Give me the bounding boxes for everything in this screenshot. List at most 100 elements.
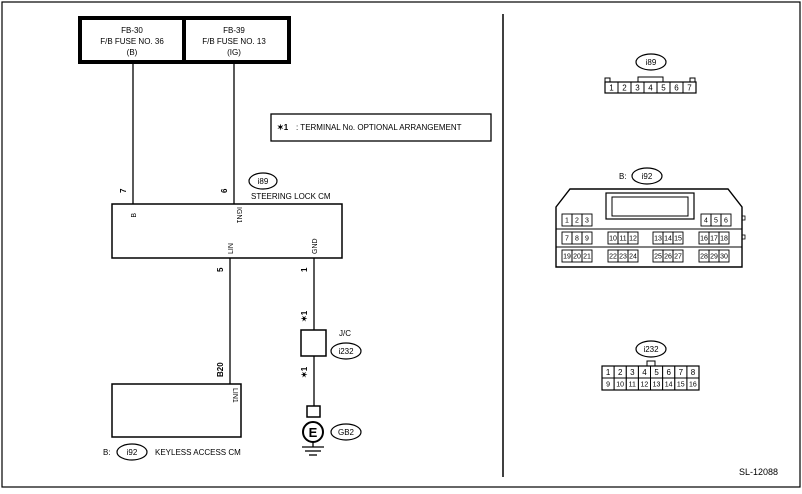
fuse-fb30: FB-30 F/B FUSE NO. 36 (B) <box>100 26 164 57</box>
i92-pin-29: 29 <box>708 249 720 263</box>
i92-pin-17: 17 <box>708 231 720 245</box>
i92-view-lock-inner <box>611 196 689 217</box>
fuse-fb30-id: FB-30 <box>121 26 143 35</box>
note-box: ✶1 : TERMINAL No. OPTIONAL ARRANGEMENT <box>270 113 492 142</box>
ground-terminal <box>306 405 321 418</box>
i92-view-badge <box>631 167 663 185</box>
i92-pin-7-label: 7 <box>565 236 569 243</box>
i92-pin-2: 2 <box>571 213 583 227</box>
i92-pin-15: 15 <box>672 231 684 245</box>
i92-pin-15-label: 15 <box>674 236 682 243</box>
i92-view-tab-1 <box>741 215 746 221</box>
i92-pin-21-label: 21 <box>583 254 591 261</box>
i92-pin-4-label: 4 <box>704 218 708 225</box>
keyless-connector-badge <box>116 443 148 461</box>
i92-view-lock-outer <box>605 192 695 220</box>
i92-pin-19: 19 <box>561 249 573 263</box>
i92-pin-10-label: 10 <box>609 236 617 243</box>
i232-view-label: i232 <box>643 345 659 354</box>
i89-pin-7-label: 7 <box>687 83 692 92</box>
ground-label-badge <box>330 423 362 441</box>
i232-pin-16-label: 16 <box>689 382 697 389</box>
i92-pin-6: 6 <box>720 213 732 227</box>
i92-pin-18: 18 <box>718 231 730 245</box>
keyless-name: KEYLESS ACCESS CM <box>155 448 241 457</box>
i232-pin-14-label: 14 <box>665 382 673 389</box>
i89-view-badge <box>635 53 667 71</box>
fuse-fb39-id: FB-39 <box>223 26 245 35</box>
i92-pin-13-label: 13 <box>654 236 662 243</box>
i92-pin-26: 26 <box>662 249 674 263</box>
steering-lock-name: STEERING LOCK CM <box>251 192 331 201</box>
i232-pin-6-label: 6 <box>666 368 671 377</box>
wire-number-b20: B20 <box>216 362 225 377</box>
pin-lin1: LIN1 <box>231 388 238 403</box>
jc-connector-badge <box>330 342 362 360</box>
jc-star-bottom: ✶1 <box>300 366 309 378</box>
ground-symbol: E <box>309 425 318 440</box>
i232-pin-10-label: 10 <box>616 382 624 389</box>
i92-pin-16: 16 <box>698 231 710 245</box>
i92-pin-24: 24 <box>627 249 639 263</box>
keyless-box <box>111 383 242 438</box>
fuse-fb39: FB-39 F/B FUSE NO. 13 (IG) <box>202 26 266 57</box>
i92-pin-28: 28 <box>698 249 710 263</box>
i92-pin-8: 8 <box>571 231 583 245</box>
i92-pin-10: 10 <box>607 231 619 245</box>
i92-pin-8-label: 8 <box>575 236 579 243</box>
i92-pin-26-label: 26 <box>664 254 672 261</box>
i92-view-housing <box>555 188 743 268</box>
i92-pin-23-label: 23 <box>619 254 627 261</box>
i92-pin-22: 22 <box>607 249 619 263</box>
i232-pin-2-label: 2 <box>618 368 623 377</box>
i232-pin-12-label: 12 <box>641 382 649 389</box>
i92-view-tab-2 <box>741 234 746 240</box>
i232-view-badge <box>635 340 667 358</box>
wire-number-lin: 5 <box>216 267 225 272</box>
i232-pin-13-label: 13 <box>653 382 661 389</box>
i92-pin-29-label: 29 <box>710 254 718 261</box>
ground-point: E GB2 <box>302 405 362 456</box>
keyless-connector: i92 <box>127 448 138 457</box>
i92-pin-23: 23 <box>617 249 629 263</box>
i232-pin-15-label: 15 <box>677 382 685 389</box>
i89-view-label: i89 <box>646 58 657 67</box>
i92-pin-3-label: 3 <box>585 218 589 225</box>
i92-pin-14: 14 <box>662 231 674 245</box>
i232-pin-7-label: 7 <box>679 368 684 377</box>
steering-lock-connector: i89 <box>258 177 269 186</box>
i92-pin-9-label: 9 <box>585 236 589 243</box>
i89-pin-2-label: 2 <box>622 83 627 92</box>
i89-pin-7: 7 <box>682 81 697 94</box>
jc-box <box>300 329 327 357</box>
pin-lin: LIN <box>228 243 235 254</box>
i92-pin-5: 5 <box>710 213 722 227</box>
i92-view-label: i92 <box>642 172 653 181</box>
i92-view-prefix: B: <box>619 172 627 181</box>
steering-lock-cm: i89 STEERING LOCK CM B IGN1 LIN GND <box>111 172 343 259</box>
i92-pin-30-label: 30 <box>720 254 728 261</box>
fuse-fb30-type: (B) <box>127 48 138 57</box>
joint-connector: ✶1 J/C i232 ✶1 <box>300 310 362 378</box>
diagram-code: SL-12088 <box>739 467 778 477</box>
i232-pin-1-label: 1 <box>606 368 611 377</box>
jc-star-top: ✶1 <box>300 310 309 322</box>
i92-pin-1: 1 <box>561 213 573 227</box>
i232-pin-5-label: 5 <box>654 368 659 377</box>
i92-pin-19-label: 19 <box>563 254 571 261</box>
wire-number-ign: 6 <box>220 188 229 193</box>
fuse-block: FB-30 F/B FUSE NO. 36 (B) FB-39 F/B FUSE… <box>78 16 291 64</box>
i92-pin-12-label: 12 <box>629 236 637 243</box>
note-star: ✶1 <box>277 123 289 132</box>
i92-pin-1-label: 1 <box>565 218 569 225</box>
steering-lock-box <box>111 203 343 259</box>
pin-ign1: IGN1 <box>235 207 242 223</box>
i92-pin-3: 3 <box>581 213 593 227</box>
i92-pin-7: 7 <box>561 231 573 245</box>
